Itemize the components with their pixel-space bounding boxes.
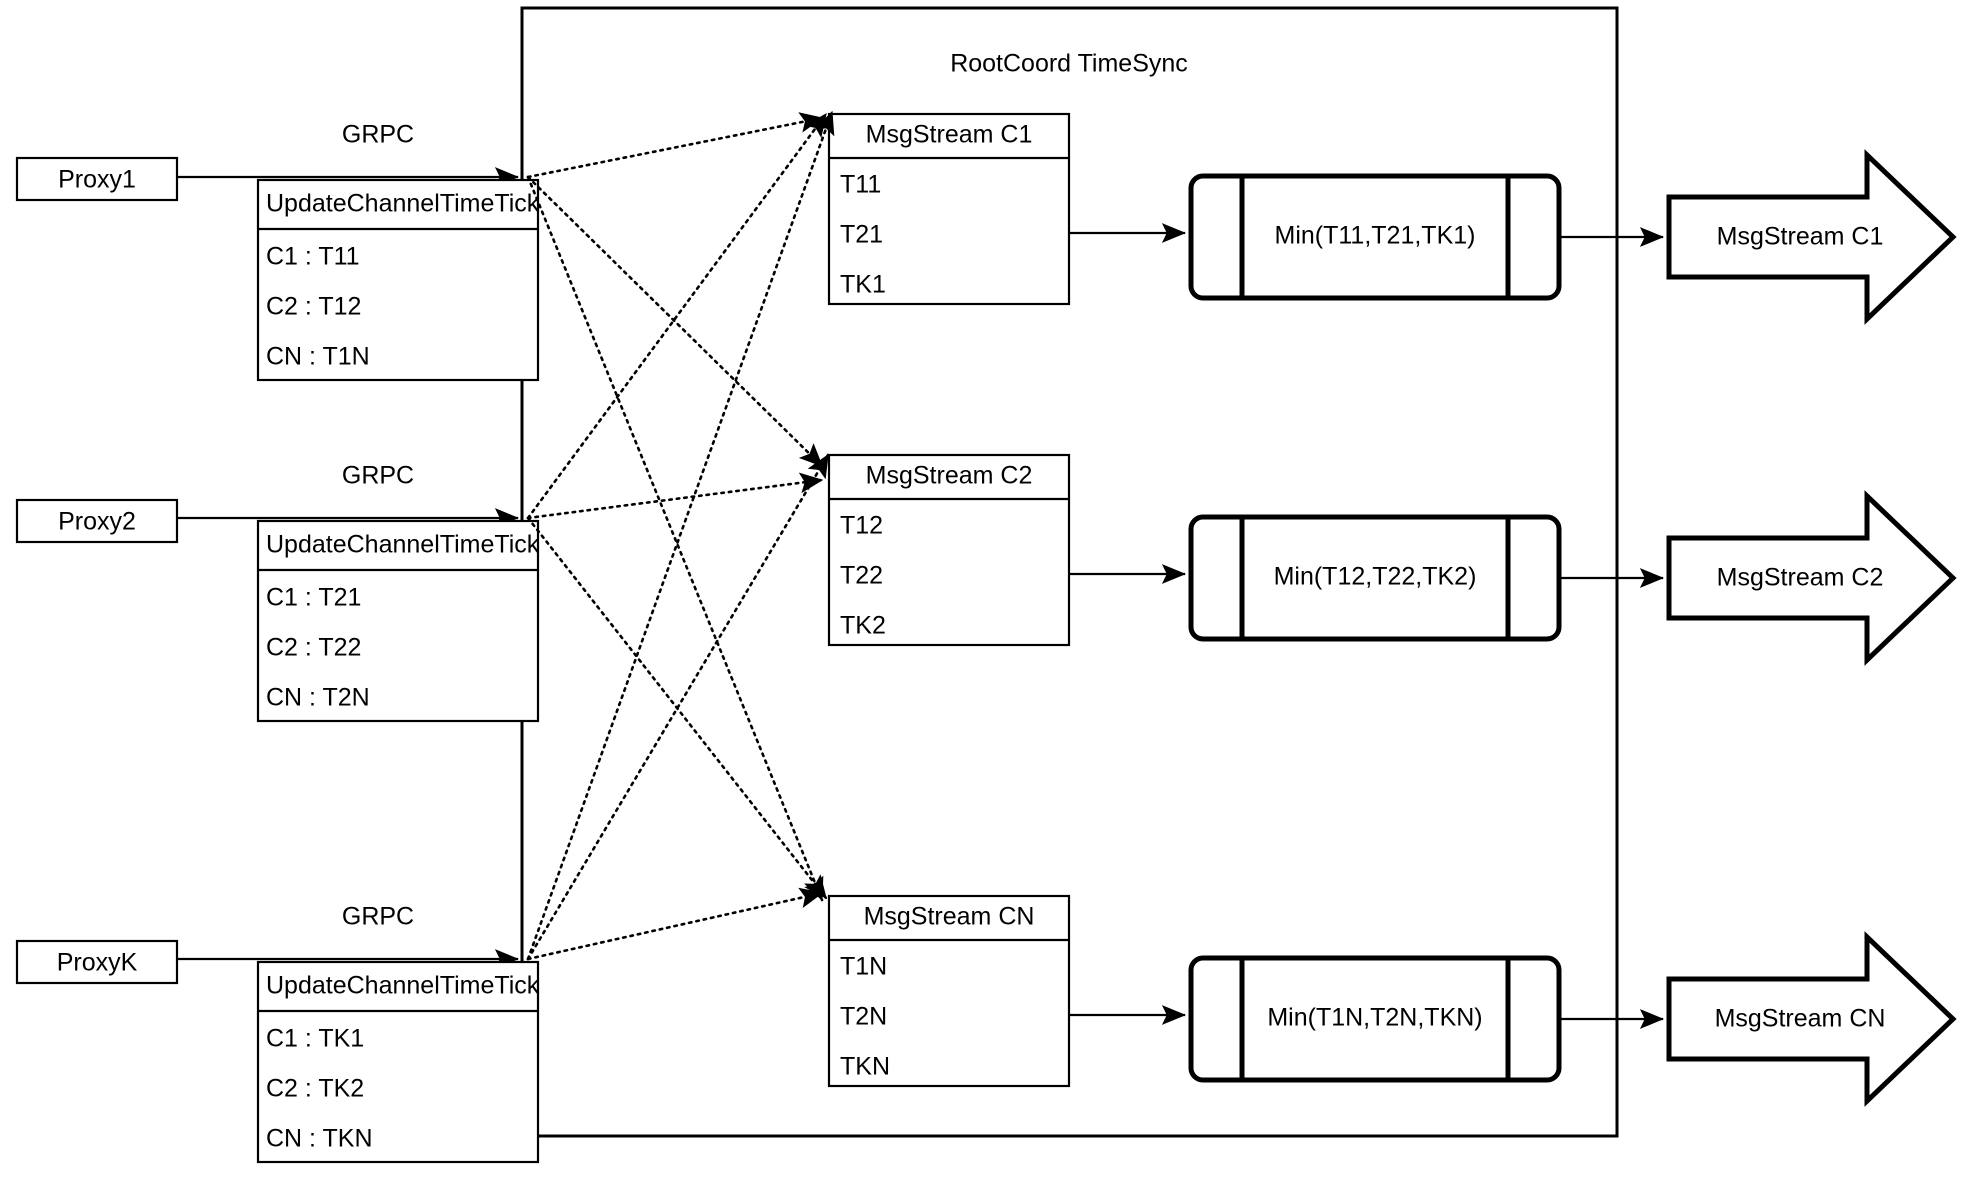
msgstream-table-cell-1-2: TK1: [840, 271, 886, 299]
msgstream-table-1: [827, 112, 1071, 306]
output-label-3: MsgStream CN: [1715, 1005, 1886, 1033]
msgstream-table-header-2: MsgStream C2: [866, 462, 1033, 490]
dotted-link-p2-c2: [526, 472, 824, 520]
proxy-label-1: Proxy1: [58, 166, 136, 194]
proxy-box-3[interactable]: [15, 939, 179, 985]
dotted-link-p1-cn: [526, 175, 824, 902]
dotted-link-pk-cn: [526, 887, 824, 961]
rootcoord-timesync-title: RootCoord TimeSync: [950, 50, 1188, 78]
request-table-header-3: UpdateChannelTimeTick: [266, 972, 540, 1000]
dotted-link-pk-c2: [526, 453, 830, 961]
process-label-3: Min(T1N,T2N,TKN): [1267, 1004, 1482, 1032]
msgstream-table-cell-1-0: T11: [840, 171, 881, 199]
request-table-cell-1-0: C1 : T11: [266, 243, 360, 271]
msgstream-table-2: [827, 453, 1071, 647]
dotted-link-p1-c2: [526, 175, 824, 468]
msgstream-table-cell-2-1: T22: [840, 562, 883, 590]
proxy-box-2[interactable]: [15, 498, 179, 544]
request-table-cell-2-1: C2 : T22: [266, 634, 361, 662]
request-table-3: [256, 960, 540, 1164]
request-table-cell-3-0: C1 : TK1: [266, 1025, 364, 1053]
msgstream-table-cell-2-0: T12: [840, 512, 883, 540]
dotted-link-p2-c1: [526, 112, 828, 520]
msgstream-table-header-1: MsgStream C1: [866, 121, 1033, 149]
request-table-cell-3-2: CN : TKN: [266, 1125, 373, 1153]
request-table-header-2: UpdateChannelTimeTick: [266, 531, 540, 559]
msgstream-table-cell-3-1: T2N: [840, 1003, 887, 1031]
grpc-link-label-1: GRPC: [342, 121, 414, 149]
request-table-1: [256, 178, 540, 382]
request-table-header-1: UpdateChannelTimeTick: [266, 190, 540, 218]
msgstream-table-header-3: MsgStream CN: [864, 903, 1035, 931]
process-label-2: Min(T12,T22,TK2): [1274, 563, 1477, 591]
grpc-link-label-2: GRPC: [342, 462, 414, 490]
msgstream-table-cell-2-2: TK2: [840, 612, 886, 640]
output-arrow-1: [1666, 149, 1957, 325]
request-table-cell-1-1: C2 : T12: [266, 293, 361, 321]
output-arrow-2: [1666, 490, 1957, 666]
msgstream-table-cell-3-2: TKN: [840, 1053, 890, 1081]
grpc-link-label-3: GRPC: [342, 903, 414, 931]
dotted-link-pk-c1: [526, 110, 835, 961]
output-label-2: MsgStream C2: [1717, 564, 1884, 592]
proxy-label-3: ProxyK: [57, 949, 138, 977]
proxy-label-2: Proxy2: [58, 508, 136, 536]
msgstream-table-cell-3-0: T1N: [840, 953, 887, 981]
request-table-cell-3-1: C2 : TK2: [266, 1075, 364, 1103]
dotted-link-p1-c1: [526, 112, 824, 179]
process-label-1: Min(T11,T21,TK1): [1275, 222, 1476, 250]
proxy-box-1[interactable]: [15, 156, 179, 202]
msgstream-table-cell-1-1: T21: [840, 221, 883, 249]
request-table-cell-1-2: CN : T1N: [266, 343, 370, 371]
request-table-cell-2-2: CN : T2N: [266, 684, 370, 712]
output-arrow-3: [1666, 931, 1957, 1107]
request-table-cell-2-0: C1 : T21: [266, 584, 361, 612]
request-table-2: [256, 519, 540, 723]
msgstream-table-3: [827, 894, 1071, 1088]
output-label-1: MsgStream C1: [1717, 223, 1884, 251]
